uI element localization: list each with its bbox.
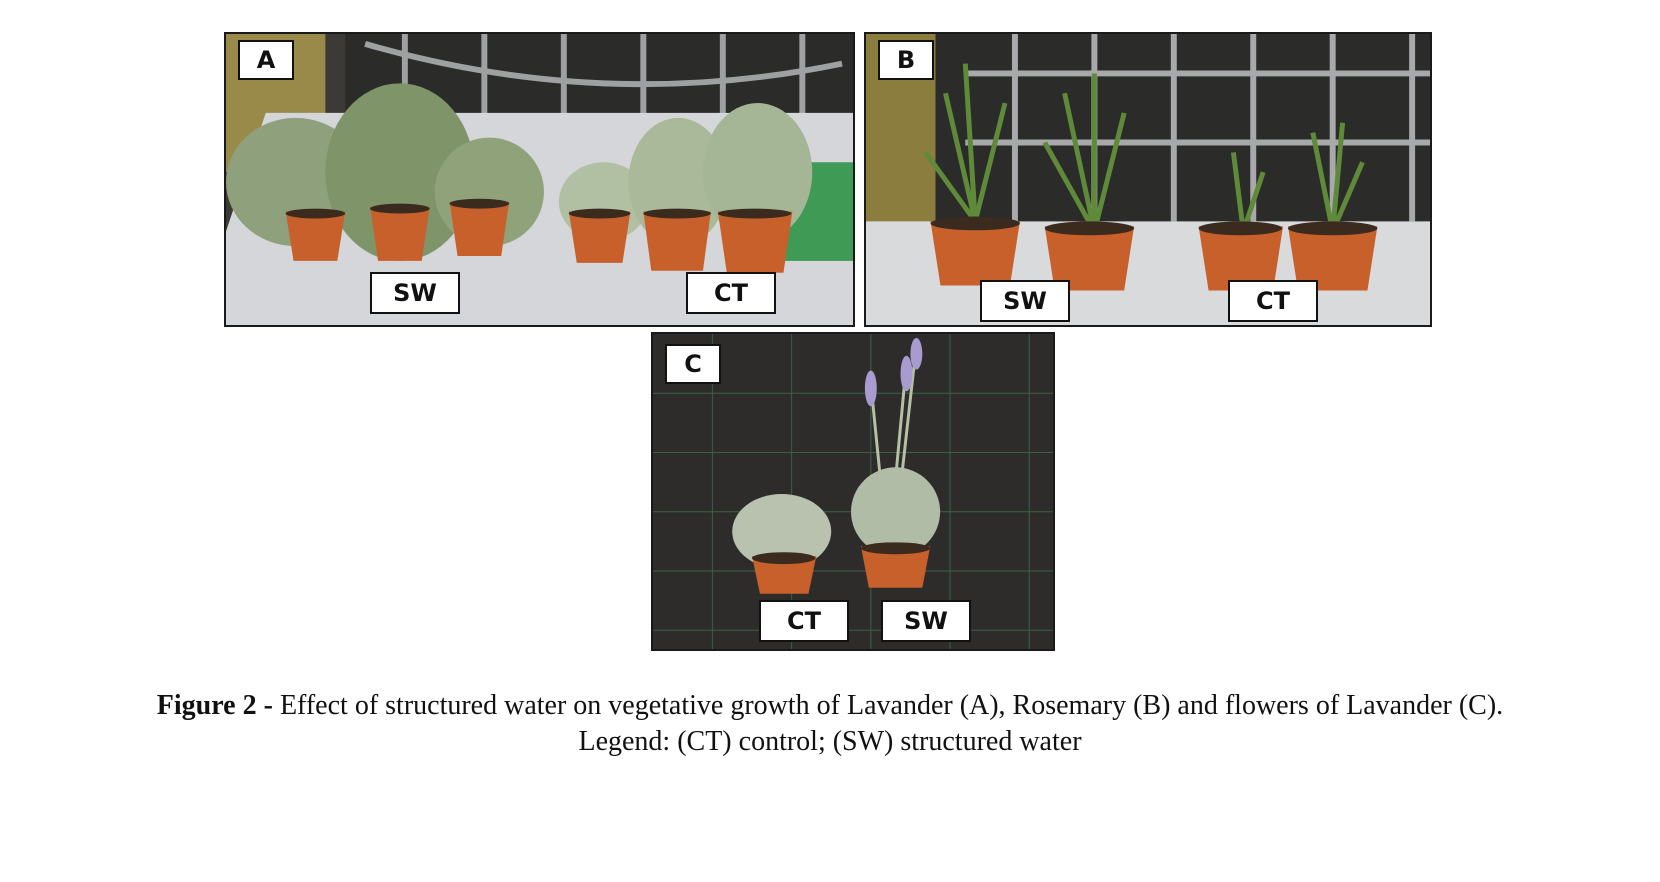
panel-a-label-ct: CT xyxy=(686,272,776,314)
panel-b-photo: B SW CT xyxy=(864,32,1432,327)
panel-a-label-sw: SW xyxy=(370,272,460,314)
figure-caption: Figure 2 - Effect of structured water on… xyxy=(0,688,1660,760)
panel-c-letter: C xyxy=(665,344,721,384)
panel-a-image xyxy=(226,34,853,325)
panel-b-label-sw: SW xyxy=(980,280,1070,322)
caption-text: Effect of structured water on vegetative… xyxy=(272,690,1504,721)
caption-legend: Legend: (CT) control; (SW) structured wa… xyxy=(578,726,1082,757)
panel-c-image xyxy=(653,334,1053,649)
panel-c-label-ct: CT xyxy=(759,600,849,642)
panel-b-label-ct: CT xyxy=(1228,280,1318,322)
panel-b-image xyxy=(866,34,1430,325)
panel-c-label-sw: SW xyxy=(881,600,971,642)
rosemary-plants-b xyxy=(923,63,1365,233)
panel-a-letter: A xyxy=(238,40,294,80)
panel-a-photo: A SW CT xyxy=(224,32,855,327)
caption-figure-label: Figure 2 - xyxy=(156,690,273,721)
caption-line-1: Figure 2 - Effect of structured water on… xyxy=(0,688,1660,724)
panel-c-photo: C CT SW xyxy=(651,332,1055,651)
panel-b-letter: B xyxy=(878,40,934,80)
